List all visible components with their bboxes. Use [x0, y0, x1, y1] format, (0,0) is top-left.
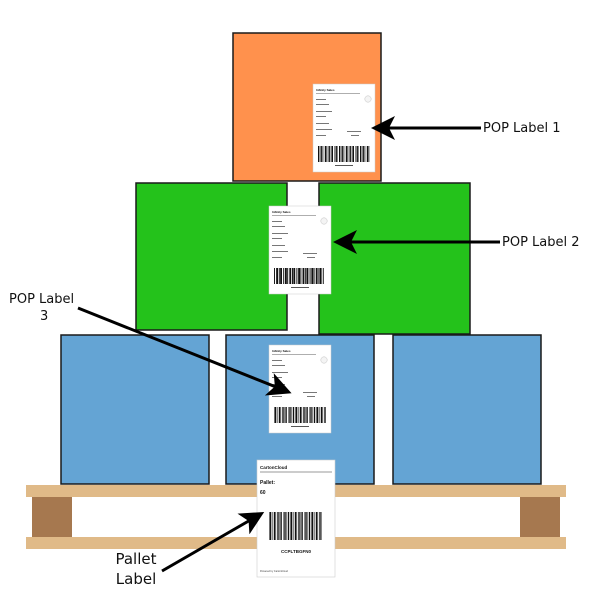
pop-label-brand: Infinity Sales	[272, 349, 291, 353]
caption-pallet-label-line1: Pallet	[115, 550, 157, 568]
caption-pop-label-2: POP Label 2	[502, 235, 580, 250]
caption-pallet-label-line2: Label	[115, 570, 157, 588]
caption-pop-label-1: POP Label 1	[483, 121, 561, 136]
pallet-label-card: CartonCloud Pallet: 60 CCPLTBGFN0 Powere…	[256, 459, 336, 578]
blue-box-left	[60, 334, 210, 485]
pop-label-brand: Infinity Sales	[316, 88, 335, 92]
pop-label-card-2: Infinity Sales	[268, 205, 332, 295]
arrow-pop-label-3	[77, 306, 292, 396]
pallet-label-brand: CartonCloud	[260, 465, 287, 470]
pallet-barcode	[269, 512, 322, 540]
pallet-block-left	[32, 497, 72, 537]
pop-label-barcode	[274, 407, 326, 423]
pallet-label-field: Pallet:	[260, 480, 275, 486]
blue-box-right	[392, 334, 542, 485]
pallet-label-code: CCPLTBGFN0	[281, 549, 311, 554]
pop-label-brand: Infinity Sales	[272, 210, 291, 214]
green-box-right	[318, 182, 471, 335]
caption-pop-label-3-line1: POP Label	[9, 292, 75, 307]
pallet-block-right	[520, 497, 560, 537]
caption-pop-label-3-line2: 3	[40, 309, 49, 324]
pop-label-barcode	[318, 146, 370, 162]
pallet-label-value: 60	[260, 490, 266, 496]
pop-label-barcode	[274, 268, 324, 284]
pallet-label-footer: Powered by CartonCloud	[260, 570, 289, 573]
arrow-pallet-label	[161, 512, 265, 573]
green-box-left	[135, 182, 288, 331]
pop-label-card-1: Infinity Sales	[312, 83, 376, 173]
